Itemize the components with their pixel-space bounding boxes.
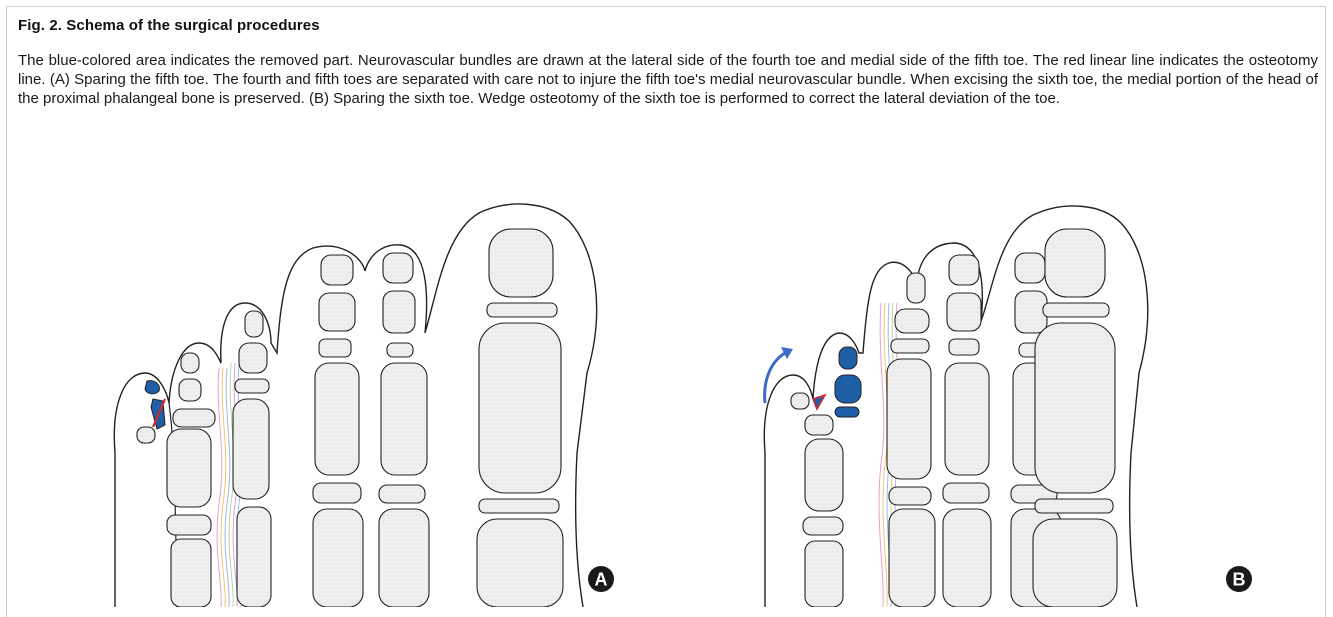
foot-schema-b: B bbox=[745, 203, 1265, 607]
foot-schema-a: A bbox=[107, 203, 627, 607]
osteotomy-wedge bbox=[813, 395, 825, 409]
svg-text:A: A bbox=[595, 570, 608, 590]
figure-panel: Fig. 2. Schema of the surgical procedure… bbox=[6, 6, 1326, 617]
toe-bones bbox=[791, 229, 1117, 607]
removed-part bbox=[835, 347, 861, 417]
toe-bones bbox=[137, 229, 563, 607]
panel-a-illustration: A bbox=[107, 203, 627, 607]
figure-title: Fig. 2. Schema of the surgical procedure… bbox=[18, 17, 320, 34]
panel-label-b: B bbox=[1226, 566, 1252, 592]
svg-text:B: B bbox=[1233, 570, 1246, 590]
figure-caption: The blue-colored area indicates the remo… bbox=[18, 51, 1318, 108]
panel-label-a: A bbox=[588, 566, 614, 592]
panel-b-illustration: B bbox=[745, 203, 1265, 607]
